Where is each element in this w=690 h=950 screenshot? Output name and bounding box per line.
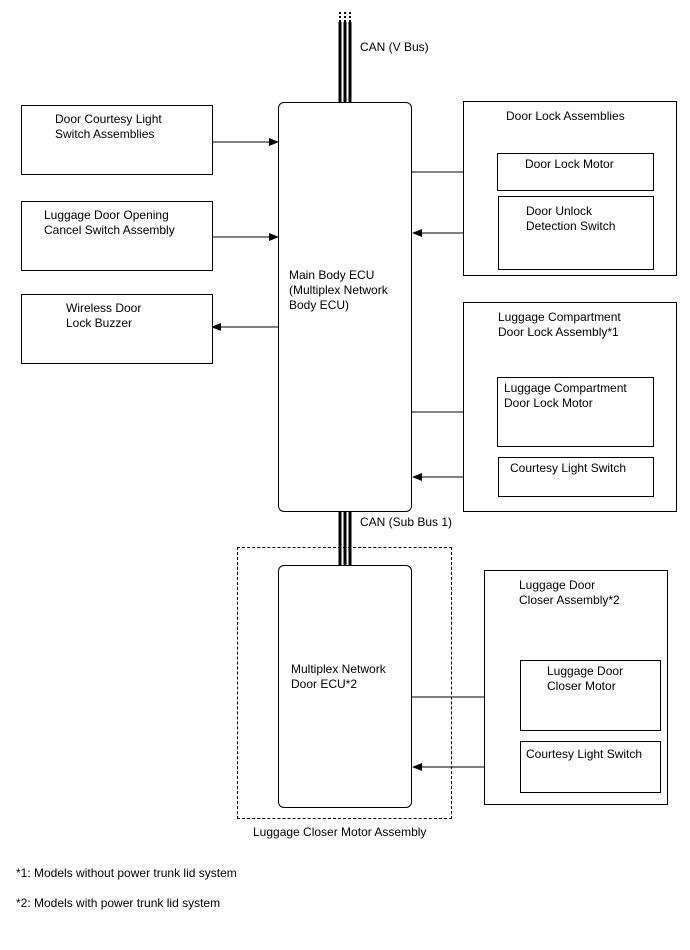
- door-lock-motor-box: Door Lock Motor: [497, 153, 654, 191]
- closer-motor-box: Luggage Door Closer Motor: [520, 660, 661, 731]
- door-lock-motor-label: Door Lock Motor: [525, 157, 614, 171]
- main-body-ecu: Main Body ECU (Multiplex Network Body EC…: [278, 102, 412, 512]
- multiplex-door-ecu-label: Multiplex Network Door ECU*2: [291, 662, 386, 691]
- door-unlock-switch-label: Door Unlock Detection Switch: [526, 204, 616, 233]
- luggage-lock-motor-box: Luggage Compartment Door Lock Motor: [497, 377, 654, 447]
- door-courtesy-box: Door Courtesy Light Switch Assemblies: [21, 105, 213, 175]
- luggage-lock-motor-label: Luggage Compartment Door Lock Motor: [504, 381, 627, 410]
- courtesy-switch-2-box: Courtesy Light Switch: [520, 741, 661, 793]
- courtesy-switch-1-box: Courtesy Light Switch: [498, 457, 654, 497]
- luggage-lock-assembly-title: Luggage Compartment Door Lock Assembly*1: [498, 310, 621, 339]
- luggage-cancel-label: Luggage Door Opening Cancel Switch Assem…: [44, 208, 175, 237]
- multiplex-door-ecu: Multiplex Network Door ECU*2: [278, 565, 412, 808]
- can-sub-bus-label: CAN (Sub Bus 1): [360, 515, 453, 529]
- main-body-ecu-label: Main Body ECU (Multiplex Network Body EC…: [289, 268, 388, 312]
- luggage-closer-motor-assembly: [237, 547, 452, 819]
- courtesy-switch-2-label: Courtesy Light Switch: [526, 747, 643, 761]
- door-lock-assemblies-title: Door Lock Assemblies: [506, 109, 625, 123]
- courtesy-switch-1-label: Courtesy Light Switch: [510, 461, 627, 475]
- footnote-2: *2: Models with power trunk lid system: [16, 896, 221, 910]
- buzzer-label: Wireless Door Lock Buzzer: [66, 301, 142, 330]
- closer-motor-label: Luggage Door Closer Motor: [547, 664, 624, 693]
- closer-assembly-title: Luggage Door Closer Assembly*2: [519, 578, 620, 607]
- door-courtesy-label: Door Courtesy Light Switch Assemblies: [55, 112, 162, 141]
- can-sub-bus-cable: [338, 511, 352, 566]
- door-unlock-switch-box: Door Unlock Detection Switch: [498, 196, 654, 270]
- footnote-1: *1: Models without power trunk lid syste…: [16, 866, 237, 880]
- can-v-bus-label: CAN (V Bus): [360, 40, 429, 54]
- buzzer-box: Wireless Door Lock Buzzer: [21, 294, 213, 364]
- can-v-bus-cable: [338, 12, 352, 102]
- luggage-closer-motor-assembly-title: Luggage Closer Motor Assembly: [253, 825, 427, 839]
- luggage-cancel-box: Luggage Door Opening Cancel Switch Assem…: [21, 201, 213, 271]
